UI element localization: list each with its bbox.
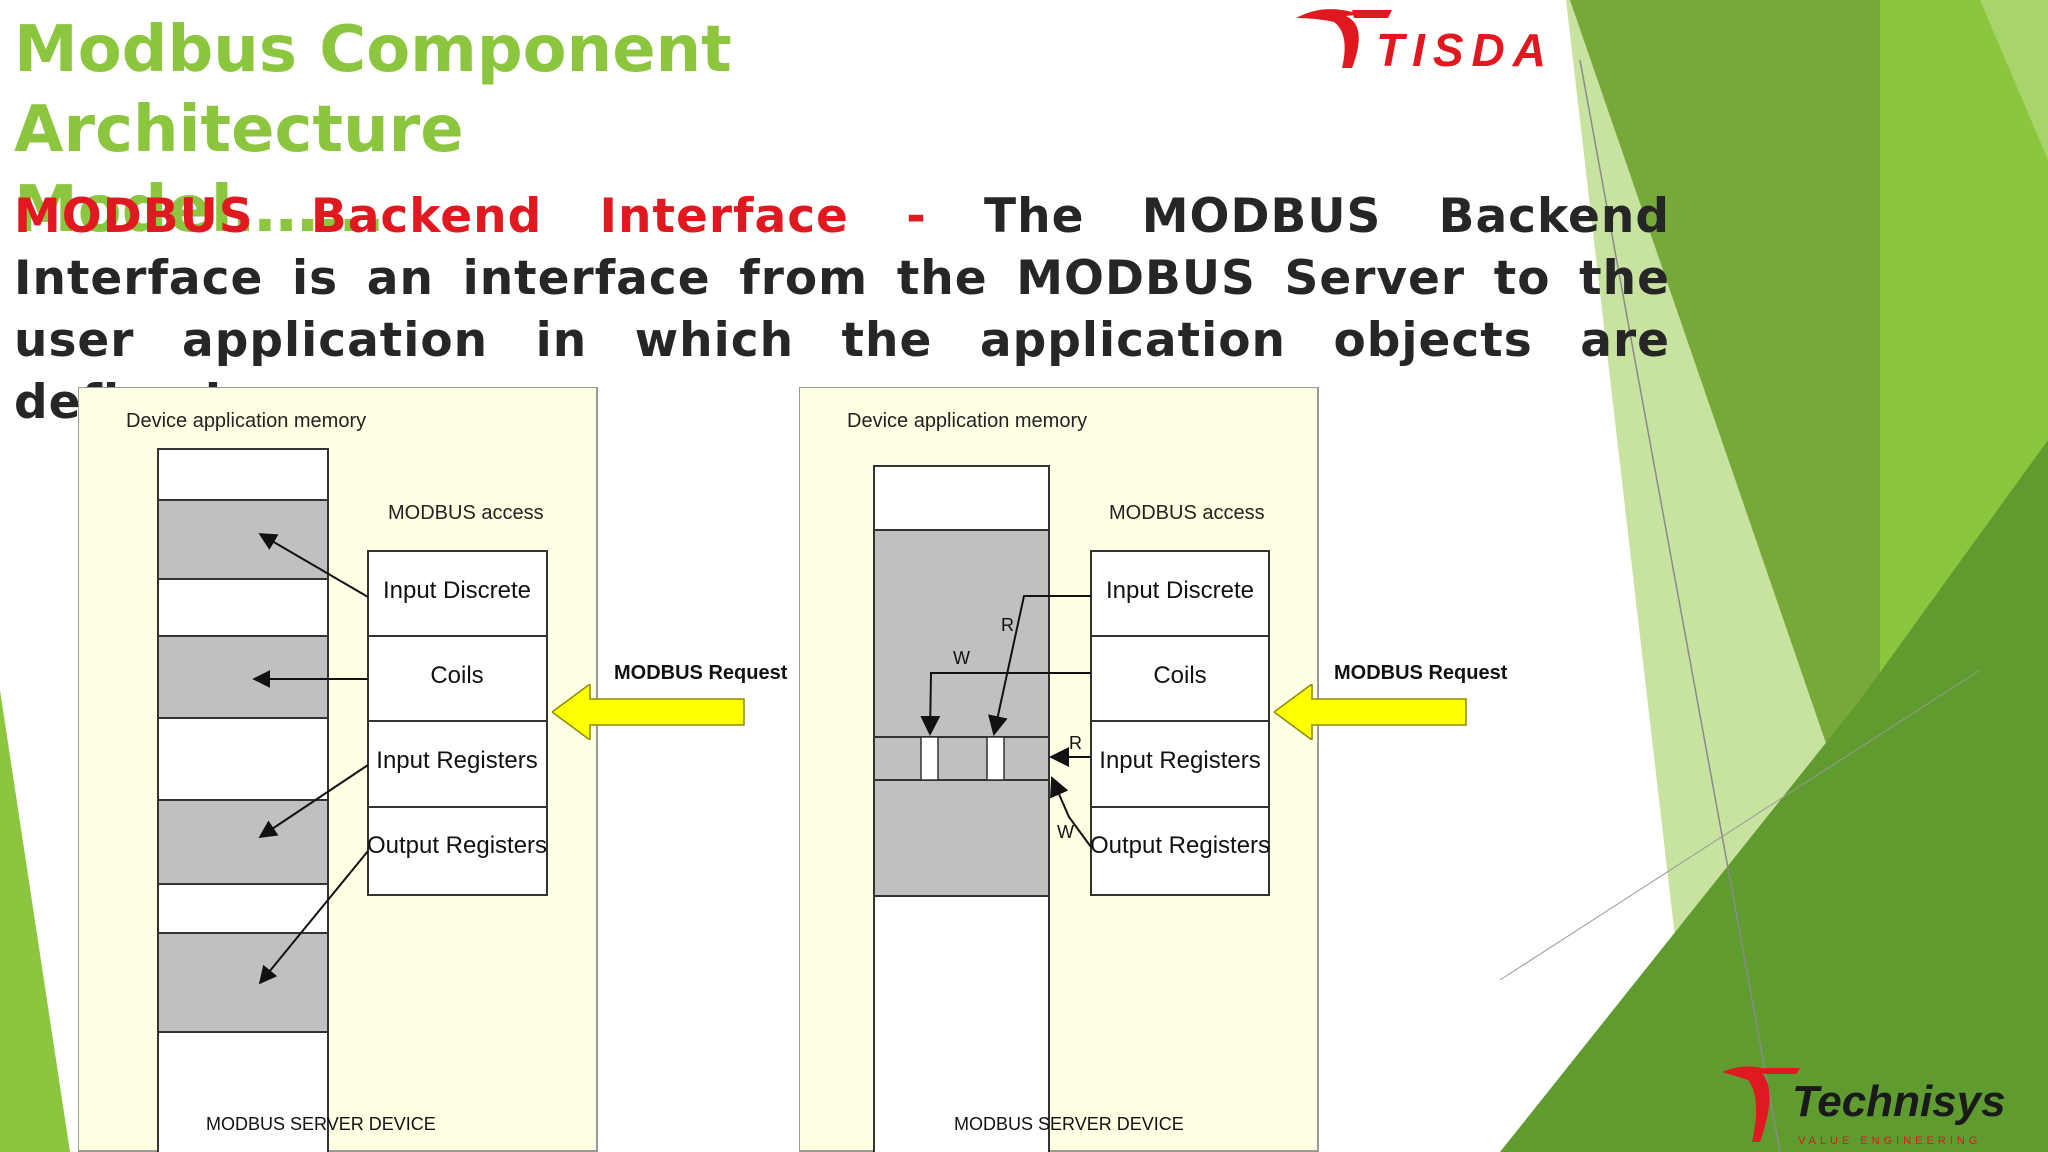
right-table-input-registers: Input Registers xyxy=(1099,747,1260,774)
left-memory-block-4 xyxy=(157,932,329,1033)
left-table-input-discrete: Input Discrete xyxy=(383,577,531,604)
right-write-label-2: W xyxy=(1057,822,1074,842)
left-request-arrow xyxy=(552,684,745,740)
right-write-label-1: W xyxy=(953,648,970,668)
title-line-1: Modbus Component Architecture xyxy=(14,13,732,167)
right-request-arrow xyxy=(1274,684,1467,740)
body-description: The MODBUS Backend Interface is an inter… xyxy=(14,189,1671,430)
left-memory-block-1 xyxy=(157,499,329,580)
right-device-label: MODBUS SERVER DEVICE xyxy=(954,1114,1184,1134)
left-arrow-input-discrete xyxy=(258,533,369,598)
right-access-label: MODBUS access xyxy=(1109,502,1265,524)
left-memory-block-2 xyxy=(157,635,329,719)
right-arrow-read-input-discrete xyxy=(988,595,1091,736)
diagram-right-panel: Device application memory MODBUS access … xyxy=(799,387,1319,1152)
right-bottom-green-triangle xyxy=(1500,440,2048,1152)
right-memory-cell-write xyxy=(920,736,939,781)
left-device-label: MODBUS SERVER DEVICE xyxy=(206,1114,436,1134)
technisys-logo-text: Technisys xyxy=(1792,1077,2006,1126)
left-green-triangle xyxy=(0,690,70,1152)
left-arrow-output-registers xyxy=(258,850,369,985)
technisys-logo: Technisys VALUE ENGINEERING xyxy=(1722,1066,2006,1147)
right-table-coils: Coils xyxy=(1153,662,1206,689)
decor-line-1 xyxy=(1579,59,1781,1152)
left-table-coils: Coils xyxy=(430,662,483,689)
right-memory-block xyxy=(873,529,1050,897)
left-request-label: MODBUS Request xyxy=(614,662,788,684)
right-table-input-discrete: Input Discrete xyxy=(1106,577,1254,604)
body-highlight: MODBUS Backend Interface - xyxy=(14,189,927,244)
left-memory-label: Device application memory xyxy=(126,410,366,432)
right-request-label: MODBUS Request xyxy=(1334,662,1508,684)
title-line-2: Model……. xyxy=(14,173,386,247)
right-table-output-registers: Output Registers xyxy=(1090,832,1270,859)
tisda-logo-text: TISDA xyxy=(1376,24,1554,76)
slide-body-text: MODBUS Backend Interface - The MODBUS Ba… xyxy=(14,186,1670,434)
right-top-green-wedge xyxy=(1980,0,2048,160)
decor-line-2 xyxy=(1499,669,1981,981)
left-access-label: MODBUS access xyxy=(388,502,544,524)
left-arrow-input-registers xyxy=(258,764,369,838)
left-memory-block-3 xyxy=(157,799,329,885)
right-memory-label: Device application memory xyxy=(847,410,1087,432)
left-table-output-registers: Output Registers xyxy=(367,832,547,859)
right-read-label-2: R xyxy=(1069,733,1082,753)
right-arrow-write-output-registers xyxy=(1050,776,1092,848)
right-read-label-1: R xyxy=(1001,615,1014,635)
right-mid-green-band xyxy=(1570,0,1880,900)
slide-title: Modbus Component Architecture Model……. xyxy=(14,10,1164,250)
tisda-logo: TISDA xyxy=(1296,9,1554,76)
technisys-tagline: VALUE ENGINEERING xyxy=(1798,1135,1981,1147)
left-table-input-registers: Input Registers xyxy=(376,747,537,774)
right-memory-cell-read xyxy=(986,736,1005,781)
right-arrow-write-coils xyxy=(920,672,1091,736)
diagram-left-panel: Device application memory MODBUS access … xyxy=(78,387,598,1152)
